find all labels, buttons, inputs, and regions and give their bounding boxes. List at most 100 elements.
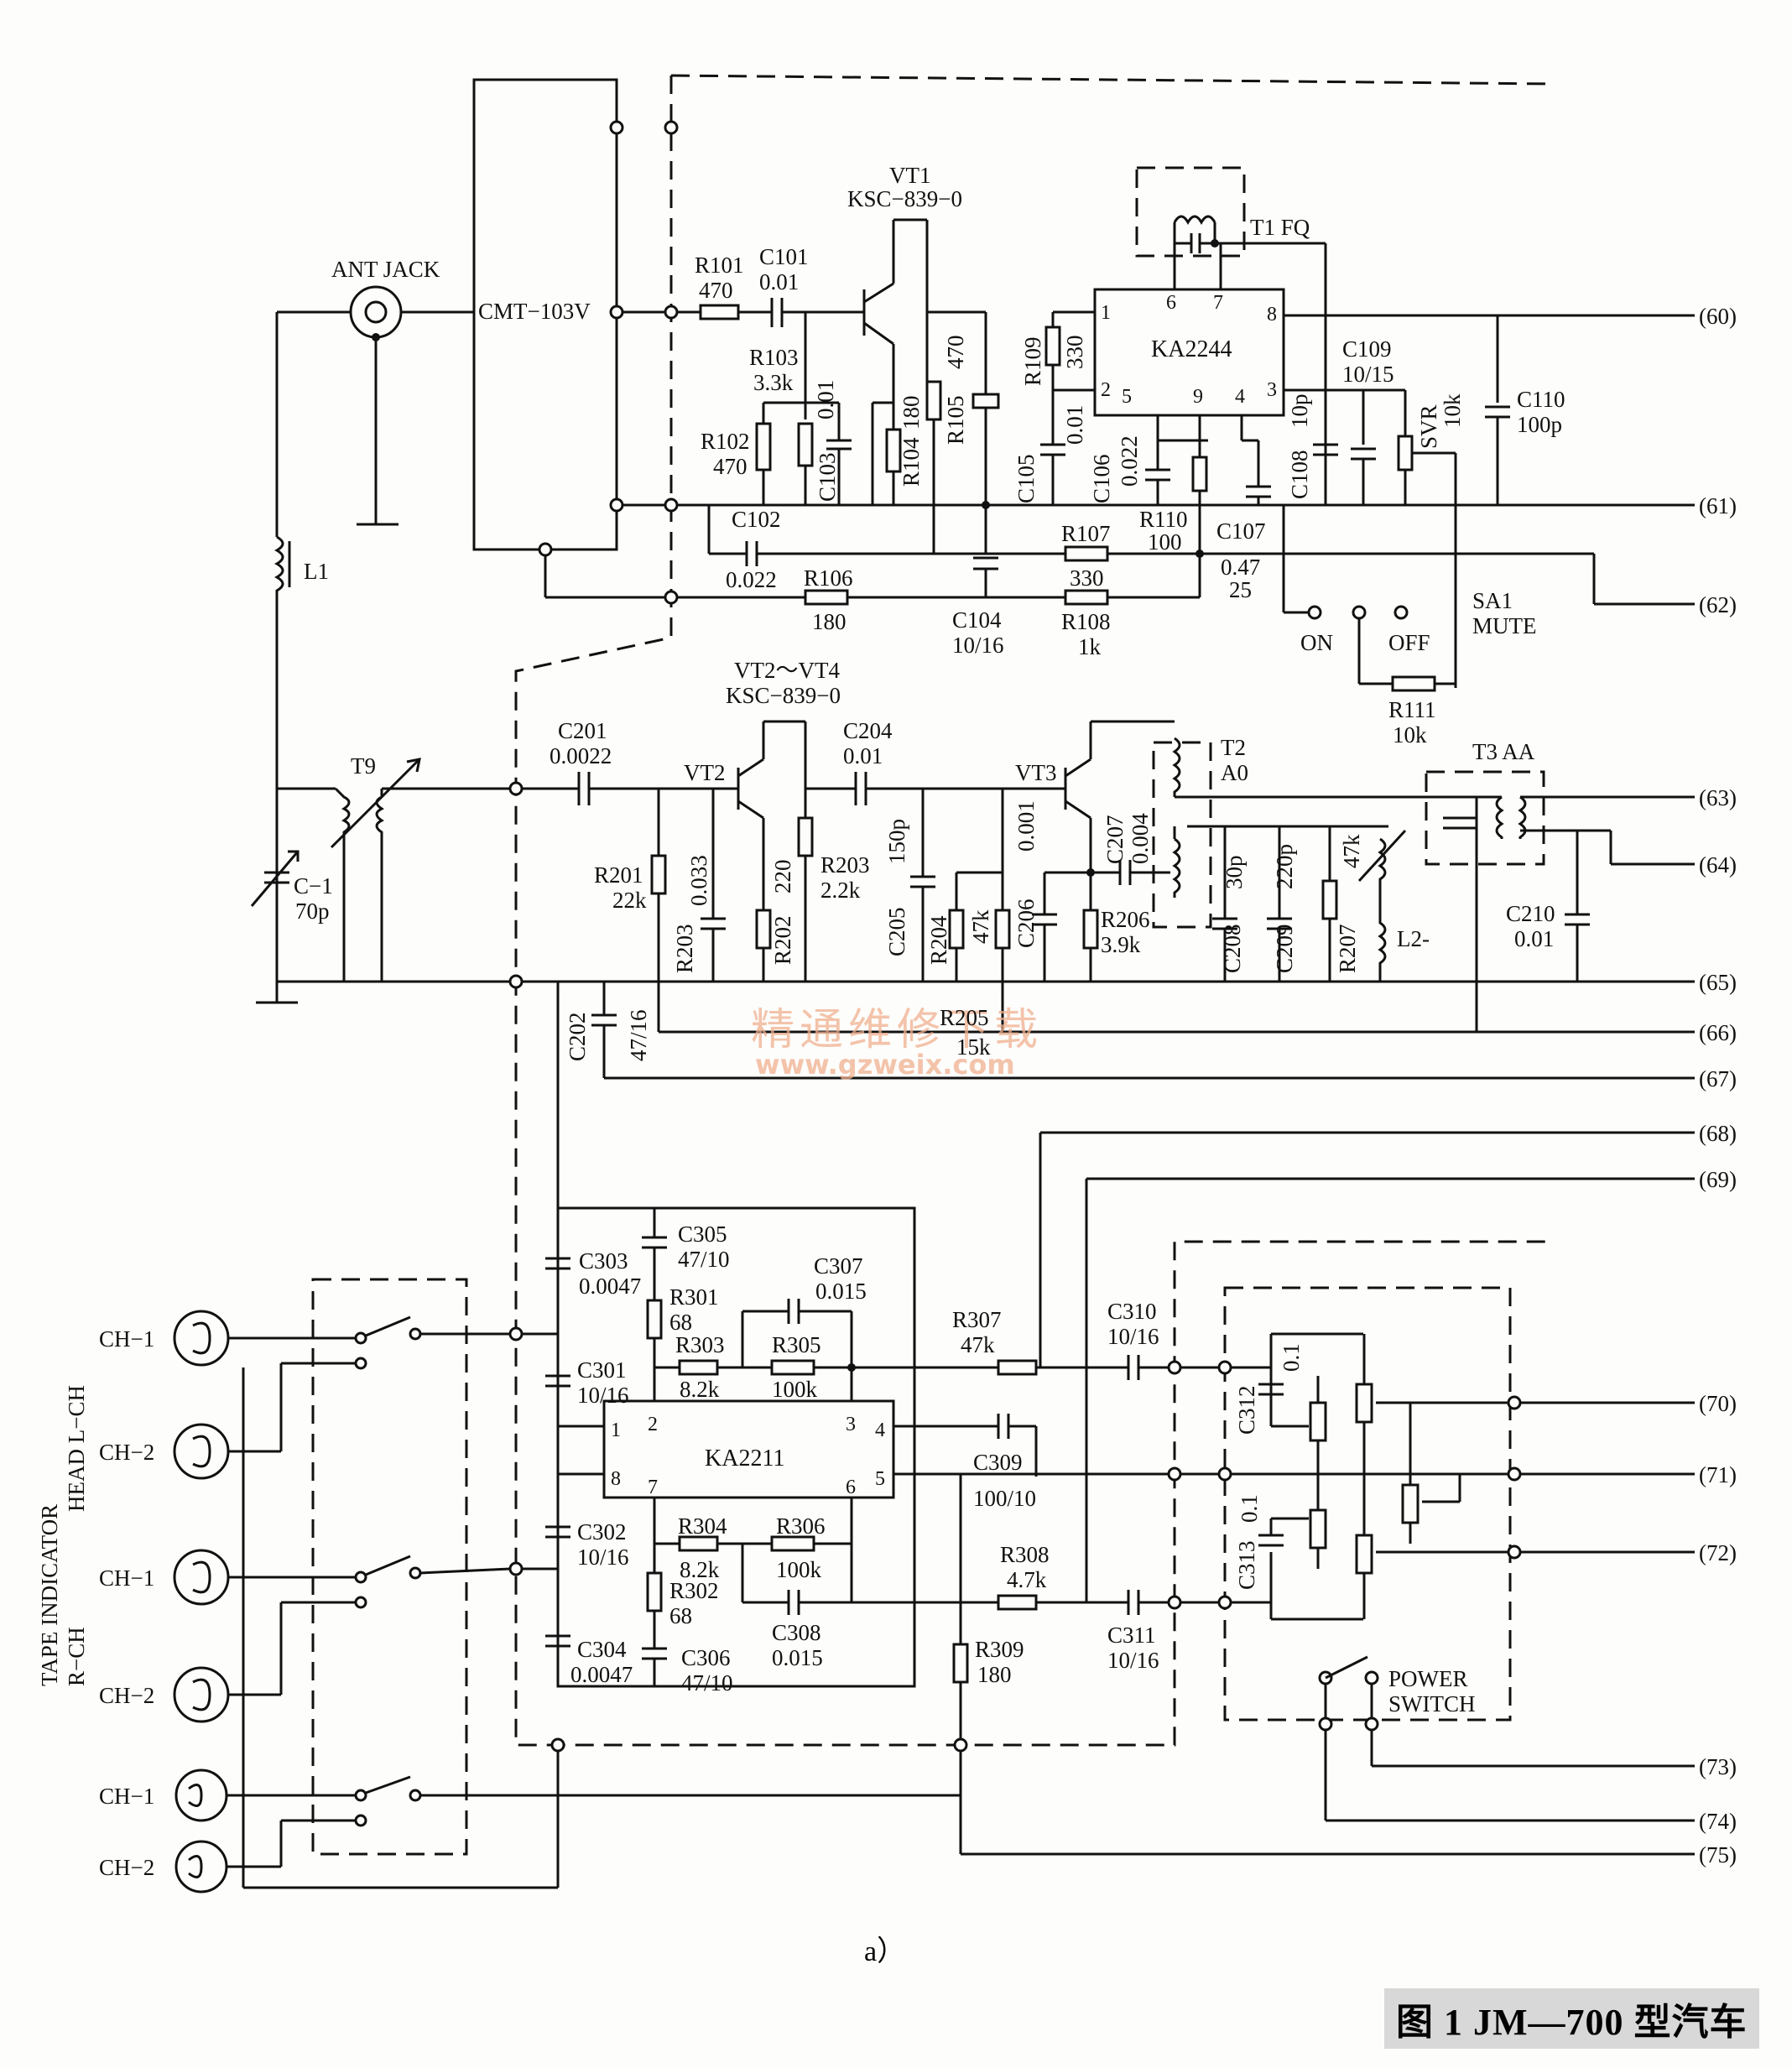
label-vt24: VT2～VT4 <box>734 658 840 683</box>
label-c312: C312 <box>1234 1385 1259 1435</box>
terminal-73: (73) <box>1699 1754 1737 1779</box>
label-r104: R104 <box>899 437 924 487</box>
label-c208: C208 <box>1220 924 1245 973</box>
label-r111: R111 <box>1388 697 1436 722</box>
label-r103: R103 <box>749 345 799 370</box>
ka2244-pin-3: 3 <box>1267 379 1277 401</box>
label-head-lch: HEAD L−CH <box>64 1385 89 1512</box>
label-rch-ch2: CH−2 <box>99 1683 154 1708</box>
label-c311-value: 10/16 <box>1107 1648 1159 1673</box>
label-r108: R108 <box>1061 609 1111 634</box>
label-c307-value: 0.015 <box>815 1279 867 1304</box>
terminal-61: (61) <box>1699 493 1737 518</box>
label-c103: C103 <box>815 452 840 502</box>
label-r109: R109 <box>1020 336 1045 386</box>
ka2244-pin-6: 6 <box>1166 292 1176 314</box>
ka2244-pin-4: 4 <box>1235 386 1245 408</box>
label-r206: R206 <box>1101 907 1150 932</box>
label-c302-value: 10/16 <box>577 1544 629 1570</box>
label-c307: C307 <box>814 1253 863 1279</box>
label-c206: C206 <box>1013 899 1039 948</box>
label-r201: R201 <box>594 862 643 888</box>
ka2211-pin-5: 5 <box>875 1468 885 1490</box>
tape-indicator-ch1-icon <box>175 1768 228 1822</box>
ka2211-pin-6: 6 <box>846 1477 856 1498</box>
label-r207-value: 47k <box>1339 834 1364 868</box>
label-c110-value: 100p <box>1517 412 1562 437</box>
label-on: ON <box>1300 630 1333 655</box>
label-c105-value: 0.01 <box>1062 405 1087 445</box>
label-cmt: CMT−103V <box>478 299 591 324</box>
label-r201-value: 22k <box>612 888 647 913</box>
label-ka2211: KA2211 <box>705 1446 784 1472</box>
terminal-68: (68) <box>1699 1121 1737 1146</box>
label-r309: R309 <box>975 1637 1024 1662</box>
label-c107: C107 <box>1216 518 1266 544</box>
tape-head-lch-ch1-icon <box>173 1310 230 1367</box>
label-r204-value: 47k <box>968 909 993 944</box>
terminal-66: (66) <box>1699 1020 1737 1045</box>
label-r204: R204 <box>926 915 951 965</box>
label-r304-value: 8.2k <box>680 1557 720 1582</box>
ka2211-pin-8: 8 <box>611 1468 621 1490</box>
label-r308: R308 <box>1000 1542 1050 1567</box>
label-t2-a0: A0 <box>1221 760 1248 785</box>
label-ant-jack: ANT JACK <box>331 257 440 282</box>
label-r303: R303 <box>675 1332 725 1357</box>
label-vt2: VT2 <box>684 760 726 785</box>
label-ka2244: KA2244 <box>1151 336 1232 362</box>
label-c106: C106 <box>1089 454 1114 503</box>
label-c108-value: 10p <box>1287 394 1312 429</box>
am-if-section <box>250 720 1695 1208</box>
figure-caption: 图 1 JM—700 型汽车 <box>1384 1988 1759 2049</box>
label-r101: R101 <box>695 253 744 278</box>
label-c310-value: 10/16 <box>1107 1324 1159 1349</box>
label-rch: R−CH <box>64 1627 89 1686</box>
label-vt3: VT3 <box>1015 760 1057 785</box>
label-r202-value: 220 <box>770 860 795 894</box>
ka2244-pin-5: 5 <box>1122 386 1132 408</box>
label-r307: R307 <box>952 1307 1002 1332</box>
terminal-74: (74) <box>1699 1809 1737 1834</box>
label-c103-value: 0.01 <box>813 380 838 419</box>
label-t1: T1 FQ <box>1250 215 1310 240</box>
label-r107: R107 <box>1061 521 1111 546</box>
tape-heads <box>173 1310 961 1893</box>
label-c312-value: 0.1 <box>1279 1343 1304 1372</box>
terminal-62: (62) <box>1699 592 1737 617</box>
ka2211-ic <box>602 1399 895 1499</box>
label-c308: C308 <box>772 1620 821 1645</box>
subfigure-label: a） <box>864 1936 906 1967</box>
label-r102: R102 <box>701 429 750 454</box>
label-c109: C109 <box>1342 336 1392 362</box>
label-t3: T3 AA <box>1472 739 1535 764</box>
label-t9: T9 <box>351 753 376 779</box>
label-r105-value: 470 <box>943 336 968 370</box>
label-t2: T2 <box>1221 735 1246 760</box>
label-r308-value: 4.7k <box>1007 1567 1047 1592</box>
label-c104: C104 <box>952 607 1002 633</box>
label-r306: R306 <box>776 1513 826 1539</box>
label-c1: C−1 <box>294 873 333 899</box>
label-c107-value2: 25 <box>1229 577 1252 602</box>
label-c313-value: 0.1 <box>1237 1494 1262 1523</box>
label-c102-value: 0.022 <box>726 567 777 592</box>
label-c207-value: 0.004 <box>1128 813 1153 864</box>
label-r301-value: 68 <box>669 1310 692 1335</box>
label-r106-value: 180 <box>812 609 847 634</box>
label-power-switch: SWITCH <box>1388 1691 1476 1716</box>
label-c204-value: 0.01 <box>843 743 883 768</box>
ic-pin-labels: 1 2 3 4 5 6 7 8 9 1 2 3 4 5 6 7 8 <box>611 292 1277 1498</box>
label-c302: C302 <box>577 1519 627 1544</box>
terminal-64: (64) <box>1699 852 1737 878</box>
label-r307-value: 47k <box>961 1332 995 1357</box>
label-r111-value: 10k <box>1393 722 1427 748</box>
label-svr: SVR <box>1416 404 1441 449</box>
label-r110-value: 100 <box>1148 529 1182 555</box>
label-r301: R301 <box>669 1284 719 1310</box>
label-r203: R203 <box>820 852 870 878</box>
tape-head-rch-ch1-icon <box>173 1549 230 1606</box>
component-labels: ANT JACK CMT−103V L1 VT1 KSC−839−0 R101 … <box>37 163 1565 1880</box>
